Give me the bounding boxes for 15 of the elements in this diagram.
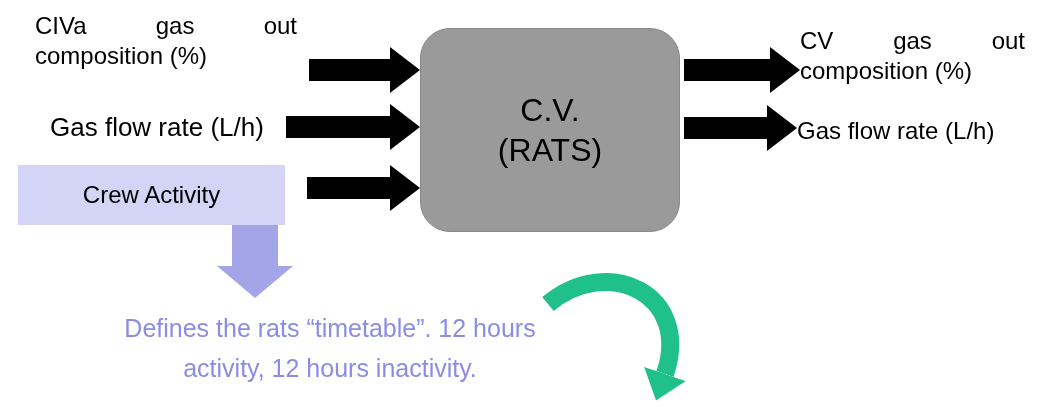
block-arrow [286, 104, 420, 150]
activity-box [18, 165, 285, 225]
block-arrow [307, 165, 420, 211]
note-text: Defines the rats “timetable”. 12 hours activity, 12 hours inactivity. [123, 313, 537, 384]
node-label: Gas flow rate (L/h) [797, 116, 996, 146]
block-arrow [217, 225, 293, 298]
node-label: CV gas out composition (%) [800, 26, 1025, 86]
block-arrow [684, 105, 797, 151]
box-label: Crew Activity [82, 180, 221, 210]
block-arrow [309, 47, 420, 93]
block-arrow [684, 47, 800, 93]
process-box [420, 28, 680, 232]
node-label: Gas flow rate (L/h) [50, 110, 265, 144]
node-label: CIVa gas out composition (%) [35, 11, 297, 71]
box-label: C.V. (RATS) [496, 91, 604, 170]
